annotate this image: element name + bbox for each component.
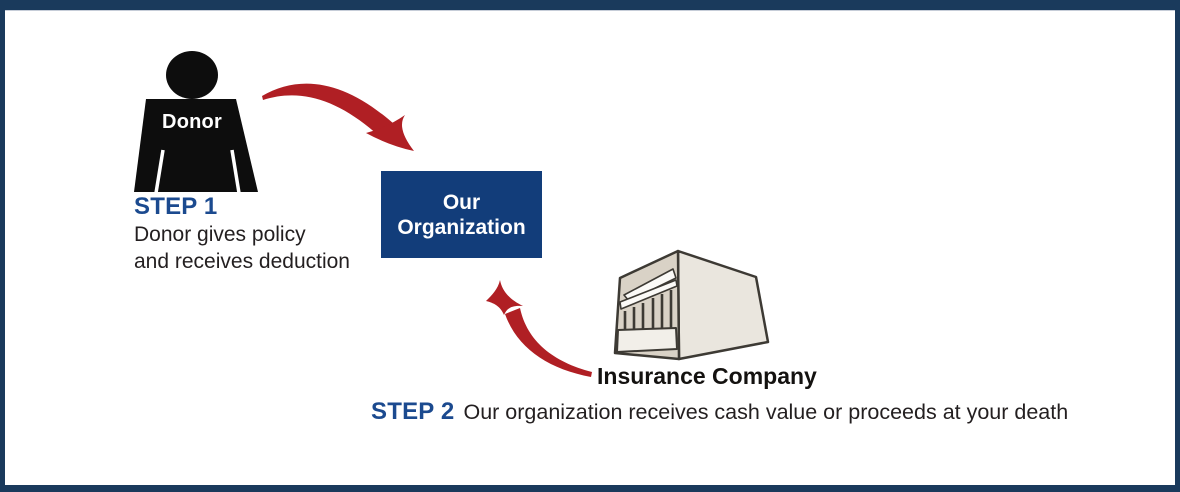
donor-body [134, 99, 258, 192]
arrow-donor-to-org-icon [262, 83, 414, 151]
building-columns [623, 290, 673, 330]
step2-title: STEP 2 [371, 398, 455, 425]
building-base-panel [616, 327, 678, 353]
step2-description: Our organization receives cash value or … [463, 400, 1069, 424]
step2-caption: STEP 2 Our organization receives cash va… [371, 399, 1068, 425]
step1-title: STEP 1 [134, 193, 218, 220]
step1-description: Donor gives policy and receives deductio… [134, 223, 350, 273]
insurance-building-icon [613, 249, 770, 361]
arrow1-head [366, 115, 414, 151]
arrow1-body [262, 83, 394, 136]
insurance-company-label: Insurance Company [597, 363, 817, 389]
donor-right-arm-gap [230, 149, 241, 194]
our-organization-box: Our Organization [381, 171, 542, 258]
donor-head [166, 51, 218, 99]
arrow2-head [486, 280, 523, 315]
arrow2-body [505, 308, 592, 377]
arrow-insurance-to-org-icon [486, 280, 592, 377]
donor-label: Donor [162, 111, 222, 133]
building-side-face [676, 249, 770, 361]
building-architrave [619, 279, 678, 310]
donor-figure-icon [134, 51, 258, 194]
donor-left-arm-gap [154, 149, 165, 194]
